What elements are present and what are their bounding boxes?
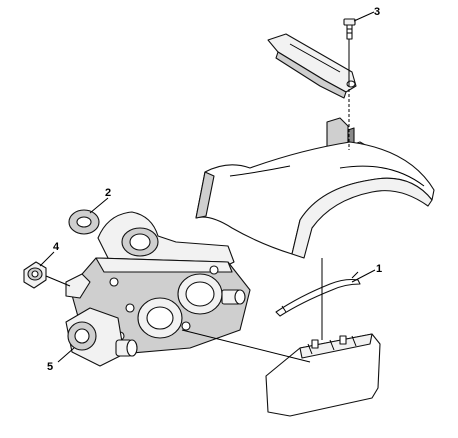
washer <box>68 209 100 235</box>
callout-label: 2 <box>105 187 111 199</box>
callout-1: 1 <box>351 263 382 283</box>
lower-plate <box>265 333 381 417</box>
callout-3: 3 <box>353 6 380 22</box>
housing-cover <box>195 141 435 259</box>
callout-label: 1 <box>376 263 382 275</box>
upper-bracket <box>267 33 357 99</box>
callout-label: 4 <box>53 241 60 253</box>
bolt <box>343 18 356 40</box>
callout-5: 5 <box>47 347 75 373</box>
callout-label: 5 <box>47 361 53 373</box>
gearbox-assembly <box>65 211 251 367</box>
spring-clip <box>275 271 361 317</box>
callout-2: 2 <box>89 187 111 214</box>
callout-label: 3 <box>374 6 380 18</box>
plug-nut <box>23 261 47 289</box>
callout-4: 4 <box>39 241 60 267</box>
guide-lines <box>45 39 350 363</box>
